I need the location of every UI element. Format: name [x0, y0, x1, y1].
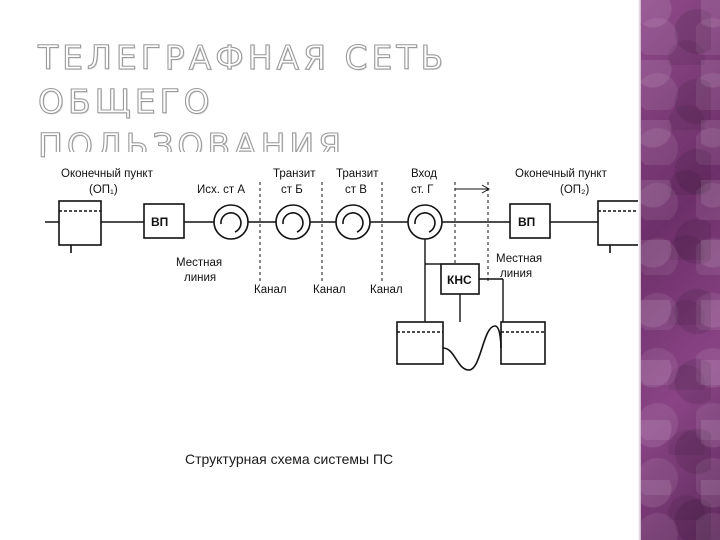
lower-terminal-left: [396, 321, 444, 365]
diagram-svg: Оконечный пункт (ОП₁) ВП Исх. ст А Транз…: [45, 168, 641, 371]
local-line-right-2: линия: [500, 268, 532, 280]
station-b-label-2: ст Б: [281, 184, 303, 196]
local-line-left-2: линия: [184, 272, 216, 284]
side-panel-edge: [638, 0, 641, 540]
channel-label-3: Канал: [370, 284, 403, 296]
lower-link-wave: [442, 325, 502, 371]
station-g-circle: [407, 204, 443, 240]
terminal-right-label: Оконечный пункт: [515, 168, 608, 180]
vp-right-label: ВП: [518, 215, 535, 229]
station-v-label-2: ст В: [345, 184, 367, 196]
vp-left-label: ВП: [151, 215, 168, 229]
network-diagram: Оконечный пункт (ОП₁) ВП Исх. ст А Транз…: [45, 152, 648, 378]
decorative-side-panel: [641, 0, 720, 540]
terminal-right-box: [597, 200, 641, 246]
slide-title: ТЕЛЕГРАФНАЯ СЕТЬ ОБЩЕГО ПОЛЬЗОВАНИЯ.: [37, 36, 628, 168]
local-line-right-1: Местная: [496, 253, 542, 265]
local-line-left-1: Местная: [176, 257, 222, 269]
station-b-label-1: Транзит: [273, 168, 316, 180]
channel-label-1: Канал: [254, 284, 287, 296]
diagram-caption: Структурная схема системы ПС: [185, 451, 394, 467]
terminal-right-id: (ОП₂): [560, 184, 590, 196]
title-line-1: ТЕЛЕГРАФНАЯ СЕТЬ ОБЩЕГО: [37, 37, 448, 121]
channel-label-2: Канал: [313, 284, 346, 296]
terminal-left-label: Оконечный пункт: [61, 168, 154, 180]
station-b-circle: [275, 204, 311, 240]
station-a-circle: [213, 204, 249, 240]
vp-right-box: [509, 203, 551, 239]
station-a-label: Исх. ст А: [197, 184, 245, 196]
station-g-label-1: Вход: [411, 168, 437, 180]
lower-terminal-right: [500, 321, 546, 365]
terminal-left-id: (ОП₁): [89, 184, 118, 196]
station-v-circle: [335, 204, 371, 240]
kns-label: КНС: [447, 273, 472, 287]
station-v-label-1: Транзит: [336, 168, 379, 180]
station-g-label-2: ст. Г: [411, 184, 434, 196]
terminal-left-box: [58, 200, 102, 246]
vp-left-box: [143, 203, 185, 239]
